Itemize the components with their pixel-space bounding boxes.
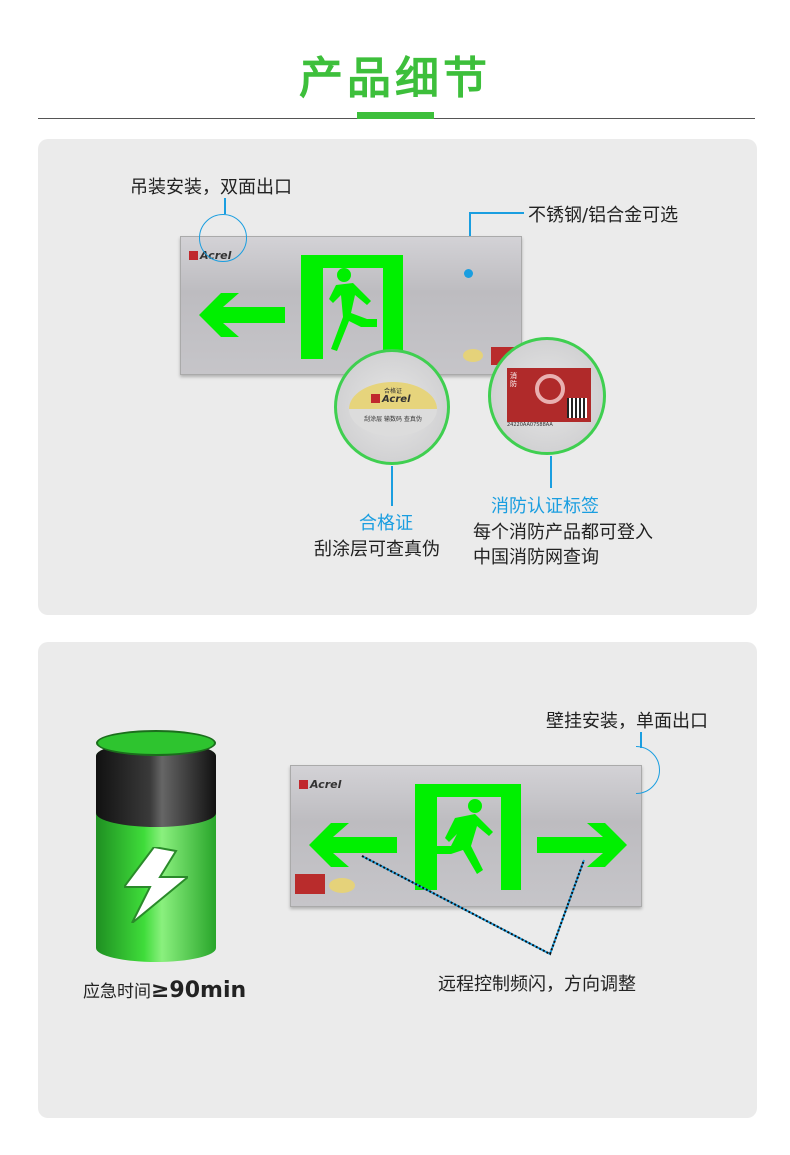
running-man-exit-icon — [301, 255, 403, 359]
sticker-cert-text: 刮涂层 输数码 查真伪 — [364, 416, 422, 423]
hanging-install-label: 吊装安装，双面出口 — [130, 177, 292, 198]
wall-install-label: 壁挂安装，单面出口 — [546, 711, 708, 732]
fire-sticker-zoom: 消防 24220AA07588AA — [488, 337, 606, 455]
title-underline-accent — [357, 112, 434, 119]
cert-sticker-zoom: 合格证 Acrel 刮涂层 输数码 查真伪 — [334, 349, 450, 465]
battery-caption: 应急时间≥90min — [83, 977, 246, 1003]
fire-cert-desc-1: 每个消防产品都可登入 — [473, 522, 653, 543]
sticker-cert-title: 合格证 — [383, 388, 402, 395]
cert-desc: 刮涂层可查真伪 — [314, 539, 440, 560]
callout-line — [224, 198, 226, 214]
qr-code-icon — [567, 398, 587, 418]
battery-label: 应急时间 — [83, 982, 151, 1002]
cert-sticker-small — [463, 349, 483, 362]
cert-sticker-small — [329, 878, 355, 893]
fire-sticker-small — [295, 874, 325, 894]
remote-control-callout-lines — [361, 855, 585, 956]
callout-line — [469, 212, 524, 214]
fire-sticker: 消防 — [507, 368, 591, 422]
remote-control-label: 远程控制频闪，方向调整 — [438, 974, 636, 995]
hanging-hook-highlight — [199, 214, 247, 262]
sticker-fire-text: 消防 — [510, 372, 517, 388]
sticker-fire-code: 24220AA07588AA — [507, 422, 553, 428]
brand-logo: Acrel — [299, 778, 341, 791]
right-arrow-icon — [537, 823, 627, 867]
exit-sign-hanging: Acrel — [180, 236, 522, 375]
fire-logo-icon — [535, 374, 565, 404]
fire-cert-desc-2: 中国消防网查询 — [473, 547, 599, 568]
exit-sign-wall: Acrel — [290, 765, 642, 907]
fire-cert-title: 消防认证标签 — [491, 496, 599, 517]
running-man-exit-icon — [415, 784, 521, 890]
callout-line — [550, 456, 552, 488]
material-label: 不锈钢/铝合金可选 — [528, 205, 679, 226]
page-title: 产品细节 — [299, 53, 491, 104]
left-arrow-icon — [309, 823, 397, 867]
cert-title: 合格证 — [359, 513, 413, 534]
callout-dot — [464, 269, 473, 278]
callout-line — [391, 466, 393, 506]
cert-sticker: 合格证 Acrel 刮涂层 输数码 查真伪 — [349, 382, 437, 436]
left-arrow-icon — [199, 293, 285, 337]
battery-icon — [96, 730, 216, 962]
battery-value: ≥90min — [151, 978, 247, 1003]
callout-line — [640, 732, 642, 748]
lightning-bolt-icon — [124, 847, 188, 923]
brand-logo: Acrel — [371, 394, 411, 405]
